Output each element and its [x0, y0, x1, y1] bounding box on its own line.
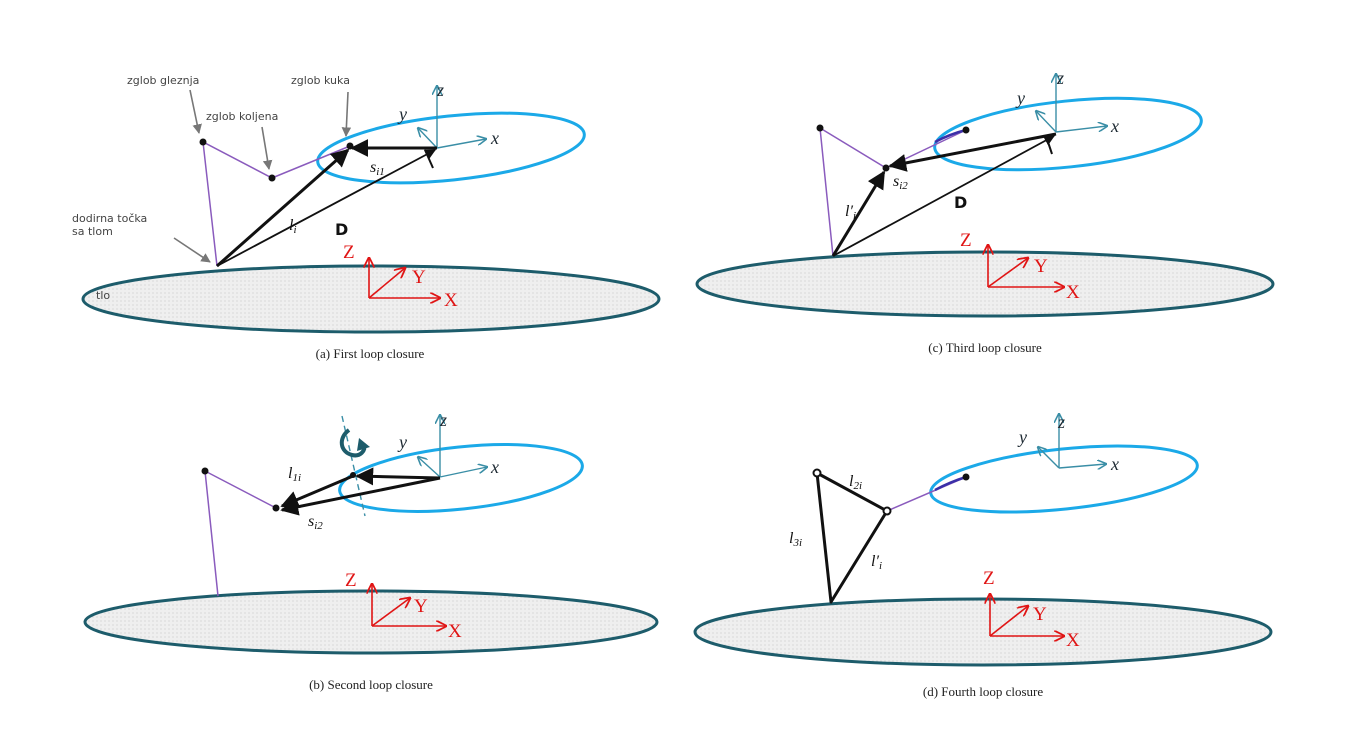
vector-l-label: li [289, 217, 297, 236]
ground-frame: Z Y X [960, 230, 1080, 303]
knee-label: zglob koljena [206, 110, 278, 123]
hip-circle [316, 111, 586, 185]
panel-a: tlo Z Y X z x y li [72, 74, 661, 361]
rotation-arrow-icon [339, 428, 367, 458]
hip-label: zglob kuka [291, 74, 350, 87]
axis-y-label: y [397, 432, 407, 452]
hip-circle [929, 444, 1199, 514]
axis-x-label: x [490, 457, 499, 477]
knee-joint [272, 504, 280, 512]
ground-frame: Z Y X [345, 570, 462, 642]
knee-joint [268, 174, 276, 182]
axis-X-label: X [1066, 630, 1080, 651]
caption-c: (c) Third loop closure [928, 340, 1042, 355]
ground-frame: Z Y X [983, 568, 1080, 651]
caption-a: (a) First loop closure [316, 346, 425, 361]
leg-chain [819, 126, 967, 257]
body-frame: z x y [397, 80, 499, 149]
ankle-joint [816, 124, 824, 132]
leg-triangle [815, 471, 889, 604]
panel-b: Z Y X z x y l1i si2 (b) Second loop clos… [83, 410, 659, 692]
link-lprime-label: l′i [871, 553, 882, 572]
vector-s-label: si1 [370, 159, 385, 178]
vector-s [888, 132, 1057, 172]
axis-y-label: y [1015, 88, 1025, 108]
axis-z-label: z [436, 80, 444, 100]
vector-l-label: l′i [845, 203, 856, 222]
axis-X-label: X [448, 621, 462, 642]
ground-plane [83, 589, 659, 655]
axis-X-label: X [1066, 282, 1080, 303]
ground-frame: Z Y X [343, 242, 458, 311]
caption-b: (b) Second loop closure [309, 677, 433, 692]
axis-x-label: x [1110, 454, 1119, 474]
caption-d: (d) Fourth loop closure [923, 684, 1043, 699]
ground-plane [81, 264, 661, 334]
body-frame: z x y [1015, 68, 1119, 136]
axis-z-label: z [439, 410, 447, 430]
ground-plane [695, 250, 1275, 318]
leg-chain [204, 469, 277, 597]
axis-Y-label: Y [412, 267, 426, 288]
vector-s-label: si2 [308, 513, 323, 532]
link-l3-label: l3i [789, 530, 802, 549]
hip-joint [962, 126, 970, 134]
hip-circle [933, 96, 1203, 172]
vector-s-label: si2 [893, 173, 908, 192]
ankle-label: zglob gleznja [127, 74, 199, 87]
axis-Z-label: Z [343, 242, 355, 263]
axis-Z-label: Z [345, 570, 357, 591]
axis-Z-label: Z [983, 568, 995, 589]
hip-joint [962, 473, 970, 481]
axis-X-label: X [444, 290, 458, 311]
ankle-joint [199, 138, 207, 146]
body-frame: z x y [397, 410, 499, 478]
ground-label: tlo [96, 289, 110, 302]
hip-circle [338, 443, 584, 513]
ankle-joint [812, 468, 822, 478]
body-frame: z x y [1017, 412, 1119, 474]
axis-y-label: y [1017, 427, 1027, 447]
vector-l [216, 148, 350, 268]
axis-z-label: z [1056, 68, 1064, 88]
axis-Y-label: Y [414, 596, 428, 617]
vector-D [216, 149, 436, 267]
panel-d: Z Y X z x y l2i l3i l′i (d) Fourth loop … [693, 412, 1273, 699]
axis-Y-label: Y [1033, 604, 1047, 625]
vector-l-label: l1i [288, 465, 301, 484]
ankle-joint [201, 467, 209, 475]
leg-chain [202, 140, 351, 267]
vector-D-label: D [954, 193, 967, 212]
panel-c: Z Y X z x y l′i si2 D (c) Third loop clo… [695, 68, 1275, 355]
vector-s [280, 476, 441, 516]
rotation-axis [341, 415, 366, 517]
knee-joint [882, 506, 892, 516]
vector-D [832, 135, 1055, 257]
axis-x-label: x [490, 128, 499, 148]
axis-z-label: z [1057, 412, 1065, 432]
ground-plane [693, 597, 1273, 667]
link-l2-label: l2i [849, 473, 862, 492]
vector-l [831, 170, 886, 257]
knee-joint [882, 164, 890, 172]
axis-y-label: y [397, 104, 407, 124]
axis-Z-label: Z [960, 230, 972, 251]
vector-D-label: D [335, 220, 348, 239]
axis-x-label: x [1110, 116, 1119, 136]
axis-Y-label: Y [1034, 256, 1048, 277]
